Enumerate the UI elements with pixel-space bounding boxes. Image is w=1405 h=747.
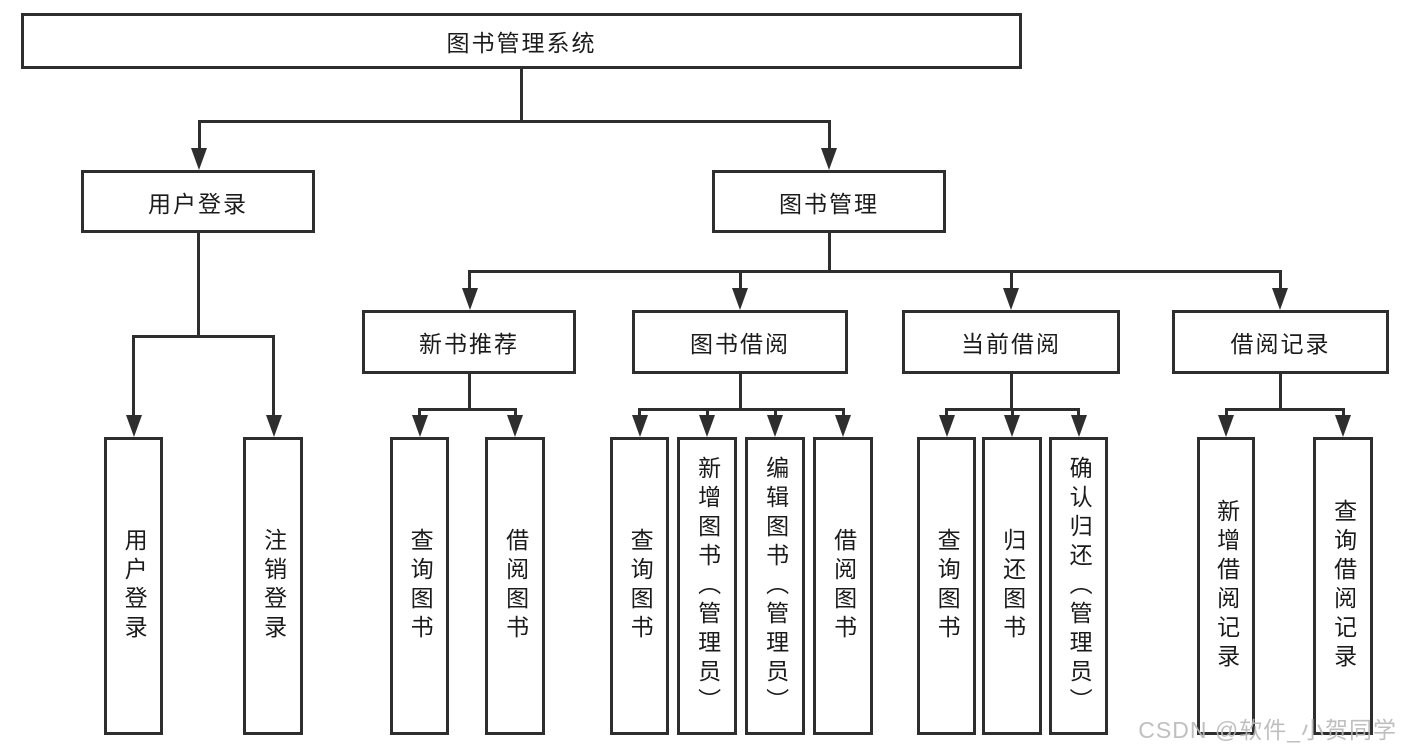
node-label: 新书推荐: [419, 331, 519, 357]
connector-bus: [1225, 408, 1345, 411]
connector-drop: [1342, 408, 1345, 420]
arrow-down-icon: [732, 288, 748, 310]
leaf-return-books: 归还图书: [982, 437, 1042, 735]
node-label: 当前借阅: [961, 331, 1061, 357]
connector-level1-bus: [198, 120, 831, 123]
leaf-label: 查询借阅记录: [1330, 499, 1357, 673]
leaf-label: 注销登录: [260, 528, 287, 644]
connector-stem: [739, 374, 742, 408]
arrow-down-icon: [1003, 288, 1019, 310]
connector-bus: [132, 335, 275, 338]
arrow-down-icon: [126, 415, 142, 437]
connector-drop: [842, 408, 845, 420]
connector-drop: [1010, 270, 1013, 292]
node-label: 借阅记录: [1230, 331, 1331, 357]
node-label: 用户登录: [148, 190, 248, 217]
node-label: 图书管理: [779, 190, 879, 217]
leaf-label: 新增图书（管理员）: [694, 455, 721, 717]
arrow-down-icon: [266, 415, 282, 437]
leaf-logout: 注销登录: [243, 437, 303, 735]
node-library-management-system: 图书管理系统: [21, 13, 1022, 69]
csdn-watermark: CSDN @软件_小贺同学: [1138, 717, 1397, 743]
arrow-down-icon: [632, 415, 648, 437]
leaf-label: 新增借阅记录: [1213, 499, 1240, 673]
connector-drop: [774, 408, 777, 420]
arrow-down-icon: [699, 415, 715, 437]
node-book-management: 图书管理: [712, 170, 946, 233]
connector-drop: [739, 270, 742, 292]
connector-bus: [468, 270, 1282, 273]
connector-stem: [468, 374, 471, 408]
arrow-down-icon: [939, 415, 955, 437]
node-label: 图书借阅: [690, 331, 790, 357]
arrow-down-icon: [835, 415, 851, 437]
leaf-borrow-books: 借阅图书: [485, 437, 545, 735]
arrow-down-icon: [412, 415, 428, 437]
connector-drop: [828, 120, 831, 152]
connector-drop: [132, 335, 135, 420]
connector-drop: [638, 408, 641, 420]
leaf-label: 用户登录: [121, 528, 148, 644]
node-user-login: 用户登录: [81, 170, 315, 233]
arrow-down-icon: [1004, 415, 1020, 437]
arrow-down-icon: [462, 288, 478, 310]
leaf-edit-books-admin: 编辑图书（管理员）: [745, 437, 805, 735]
leaf-confirm-return-admin: 确认归还（管理员）: [1049, 437, 1108, 735]
leaf-query-books: 查询图书: [610, 437, 669, 735]
leaf-query-books: 查询图书: [917, 437, 976, 735]
node-new-book-recommend: 新书推荐: [362, 310, 576, 374]
arrow-down-icon: [1272, 288, 1288, 310]
connector-stem: [197, 233, 200, 335]
arrow-down-icon: [821, 148, 837, 170]
leaf-label: 确认归还（管理员）: [1066, 455, 1093, 717]
node-current-borrowing: 当前借阅: [902, 310, 1120, 374]
leaf-label: 借阅图书: [502, 528, 529, 644]
connector-stem: [828, 233, 831, 270]
connector-drop: [1225, 408, 1228, 420]
connector-drop: [272, 335, 275, 420]
leaf-label: 归还图书: [999, 528, 1026, 644]
node-borrowing-records: 借阅记录: [1172, 310, 1389, 374]
connector-drop: [1011, 408, 1014, 420]
leaf-label: 借阅图书: [830, 528, 857, 644]
connector-drop: [706, 408, 709, 420]
connector-drop: [945, 408, 948, 420]
connector-stem: [1010, 374, 1013, 408]
arrow-down-icon: [191, 148, 207, 170]
leaf-query-books: 查询图书: [390, 437, 449, 735]
leaf-label: 查询图书: [627, 528, 654, 644]
arrow-down-icon: [1071, 415, 1087, 437]
leaf-query-borrow-record: 查询借阅记录: [1313, 437, 1373, 735]
connector-bus: [418, 408, 517, 411]
leaf-label: 查询图书: [407, 528, 434, 644]
arrow-down-icon: [507, 415, 523, 437]
connector-drop: [1279, 270, 1282, 292]
leaf-label: 查询图书: [934, 528, 961, 644]
connector-stem: [1279, 374, 1282, 408]
leaf-label: 编辑图书（管理员）: [762, 455, 789, 717]
leaf-add-books-admin: 新增图书（管理员）: [677, 437, 737, 735]
connector-root-stem: [520, 69, 523, 120]
arrow-down-icon: [1335, 415, 1351, 437]
connector-bus: [638, 408, 845, 411]
node-label: 图书管理系统: [446, 30, 597, 56]
connector-drop: [418, 408, 421, 420]
arrow-down-icon: [1218, 415, 1234, 437]
connector-drop: [514, 408, 517, 420]
leaf-add-borrow-record: 新增借阅记录: [1197, 437, 1255, 735]
leaf-user-login: 用户登录: [104, 437, 163, 735]
node-book-borrowing: 图书借阅: [632, 310, 848, 374]
connector-drop: [468, 270, 471, 292]
connector-drop: [198, 120, 201, 152]
connector-drop: [1077, 408, 1080, 420]
arrow-down-icon: [767, 415, 783, 437]
leaf-borrow-books: 借阅图书: [813, 437, 873, 735]
